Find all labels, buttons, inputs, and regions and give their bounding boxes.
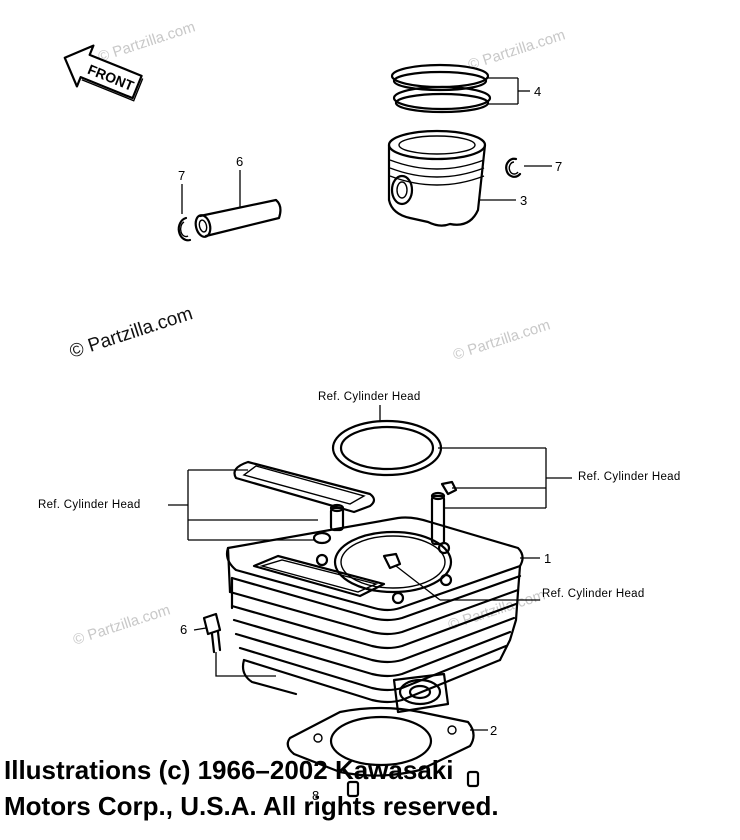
callout-6-lower: 6	[180, 622, 187, 637]
cylinder: 1	[225, 516, 551, 714]
ref-bracket-left: Ref. Cylinder Head	[38, 469, 318, 541]
callout-8: 8	[312, 788, 319, 803]
piston-rings: 4	[390, 63, 541, 114]
copyright-line-1: Illustrations (c) 1966–2002 Kawasaki	[4, 755, 454, 785]
head-gasket-ring: Ref. Cylinder Head	[318, 391, 443, 477]
ref-cylinder-head-right-lower: Ref. Cylinder Head	[542, 588, 645, 600]
callout-7-right: 7	[555, 159, 562, 174]
base-gasket: 2	[286, 706, 497, 777]
copyright-notice: Illustrations (c) 1966–2002 Kawasaki Mot…	[4, 752, 724, 824]
watermark: © Partzilla.com	[96, 18, 197, 65]
callout-6-upper: 6	[236, 154, 243, 169]
ref-cylinder-head-top: Ref. Cylinder Head	[318, 391, 421, 403]
circlip-right: 7	[505, 157, 562, 178]
callout-4: 4	[534, 84, 541, 99]
copyright-line-2: Motors Corp., U.S.A. All rights reserved…	[4, 791, 499, 821]
piston-pin: 6	[194, 154, 282, 238]
callout-3: 3	[520, 193, 527, 208]
callout-2: 2	[490, 723, 497, 738]
ref-bracket-right: Ref. Cylinder Head	[438, 447, 681, 509]
base-dowels: 8	[312, 770, 480, 803]
piston: 3	[387, 129, 527, 227]
circlip-left: 7	[177, 168, 192, 242]
ref-cylinder-head-left: Ref. Cylinder Head	[38, 499, 141, 511]
watermark-main: © Partzilla.com	[67, 303, 195, 363]
callout-1: 1	[544, 551, 551, 566]
watermark: © Partzilla.com	[451, 316, 552, 363]
ref-cylinder-head-right: Ref. Cylinder Head	[578, 471, 681, 483]
cylinder-bolt: 6	[180, 612, 276, 677]
callout-7-left: 7	[178, 168, 185, 183]
watermark-group: © Partzilla.com © Partzilla.com © Partzi…	[67, 18, 567, 648]
watermark: © Partzilla.com	[466, 26, 567, 73]
head-cover-gasket	[233, 460, 376, 514]
watermark: © Partzilla.com	[71, 601, 172, 648]
